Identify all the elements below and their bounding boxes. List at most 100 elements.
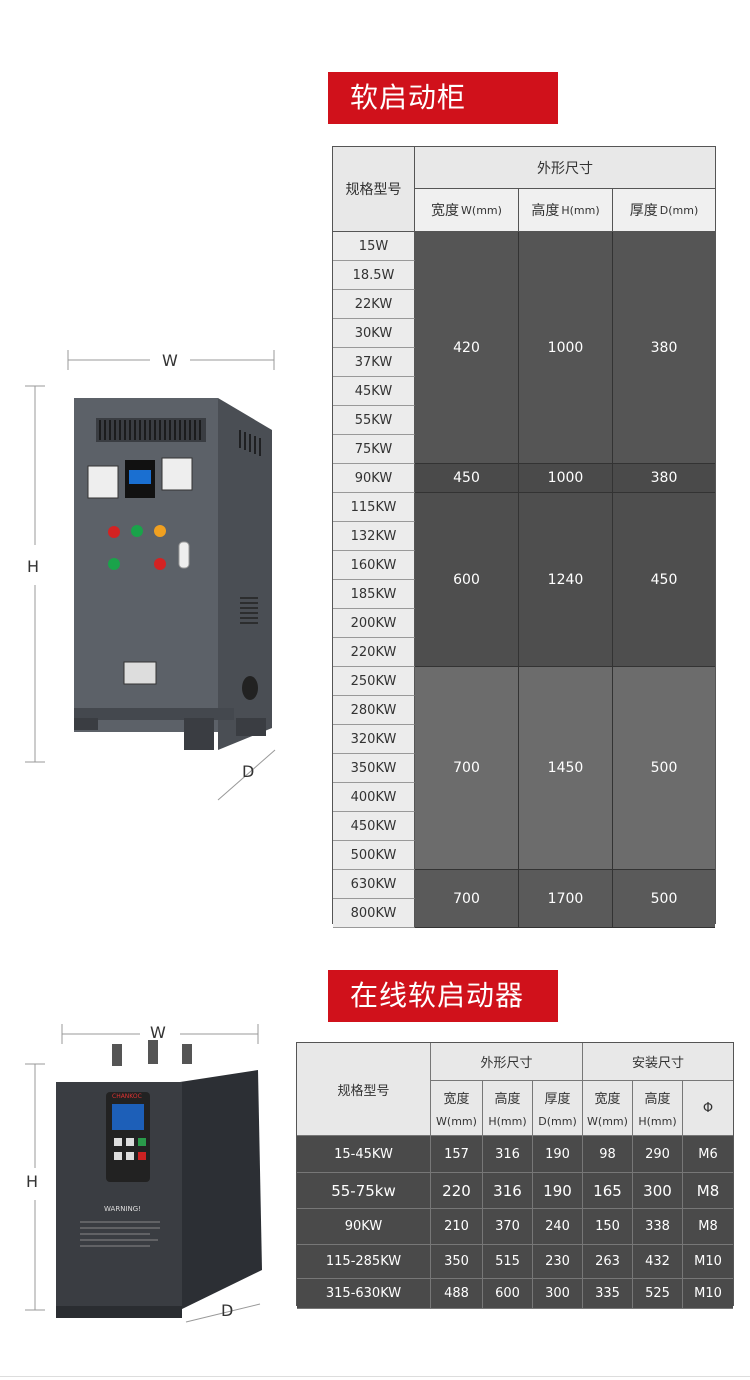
header-depth-unit: D(mm) (659, 203, 699, 217)
soft-start-cabinet-illustration (25, 350, 276, 801)
model-cell: 115KW (333, 493, 415, 522)
dimension-value-depth: 380 (613, 464, 715, 493)
subheader-unit: H(mm) (638, 1115, 677, 1128)
header-depth-label: 厚度 (629, 203, 658, 219)
subheader-cell: 高度 H(mm) (633, 1081, 683, 1136)
device-warning: WARNING! (104, 1205, 141, 1213)
dimension-value-width: 700 (415, 667, 519, 870)
model-cell: 350KW (333, 754, 415, 783)
model-cell: 200KW (333, 609, 415, 638)
dimension-value: 300 (533, 1279, 583, 1309)
model-cell: 90KW (297, 1209, 431, 1245)
dimension-value: 290 (633, 1136, 683, 1173)
model-cell: 55-75kw (297, 1173, 431, 1209)
subheader-cell: 宽度 W(mm) (431, 1081, 483, 1136)
model-cell: 22KW (333, 290, 415, 319)
depth-dimension-label: D (242, 762, 255, 781)
model-cell: 630KW (333, 870, 415, 899)
dimension-value: 220 (431, 1173, 483, 1209)
subheader-label: 宽度 (443, 1092, 470, 1107)
header-width: 宽度 W(mm) (415, 189, 519, 231)
model-cell: 90KW (333, 464, 415, 493)
dimension-value: 316 (483, 1136, 533, 1173)
section1-title: 软启动柜 (328, 72, 558, 124)
subheader-cell: 高度 H(mm) (483, 1081, 533, 1136)
dimension-value-depth: 500 (613, 870, 715, 928)
width-dimension-label: W (162, 351, 178, 370)
model-cell: 320KW (333, 725, 415, 754)
dimension-value-height: 1000 (519, 232, 613, 464)
dimension-value: 190 (533, 1173, 583, 1209)
dimension-value: 515 (483, 1245, 533, 1279)
page-bottom-rule (0, 1376, 750, 1377)
dimension-value-width: 600 (415, 493, 519, 667)
dimension-value: M8 (683, 1209, 733, 1245)
dimension-value-height: 1240 (519, 493, 613, 667)
dimension-value: M10 (683, 1279, 733, 1309)
dimension-value: M6 (683, 1136, 733, 1173)
model-cell: 37KW (333, 348, 415, 377)
model-cell: 55KW (333, 406, 415, 435)
header-model: 规格型号 (297, 1043, 431, 1136)
header-install-dimensions: 安装尺寸 (583, 1043, 733, 1081)
header-width-unit: W(mm) (461, 203, 502, 217)
dimension-value: M8 (683, 1173, 733, 1209)
dimension-value: 157 (431, 1136, 483, 1173)
model-cell: 30KW (333, 319, 415, 348)
dimension-value-depth: 500 (613, 667, 715, 870)
dimension-value: 335 (583, 1279, 633, 1309)
dimension-value: 190 (533, 1136, 583, 1173)
subheader-label: Φ (702, 1100, 714, 1116)
model-cell: 185KW (333, 580, 415, 609)
header-height: 高度 H(mm) (519, 189, 613, 231)
model-cell: 45KW (333, 377, 415, 406)
subheader-cell: Φ (683, 1081, 733, 1136)
header-height-label: 高度 (531, 203, 560, 219)
dimension-value: 210 (431, 1209, 483, 1245)
dimension-value: 240 (533, 1209, 583, 1245)
header-width-label: 宽度 (431, 203, 460, 219)
model-cell: 115-285KW (297, 1245, 431, 1279)
model-cell: 15-45KW (297, 1136, 431, 1173)
subheader-label: 高度 (494, 1092, 521, 1107)
model-cell: 315-630KW (297, 1279, 431, 1309)
dimension-value-depth: 380 (613, 232, 715, 464)
header-height-unit: H(mm) (561, 203, 600, 217)
dimension-value: 230 (533, 1245, 583, 1279)
height-dimension-label: H (27, 557, 40, 576)
dimension-value-height: 1000 (519, 464, 613, 493)
cabinet-dimension-table: 规格型号 外形尺寸 宽度 W(mm) 高度 H(mm) 厚度 D(mm) 15W… (332, 146, 716, 928)
device-brand: CHANKOC (112, 1093, 142, 1100)
dimension-value-width: 420 (415, 232, 519, 464)
model-cell: 18.5W (333, 261, 415, 290)
depth-dimension-label-2: D (221, 1301, 234, 1320)
subheader-unit: W(mm) (587, 1115, 628, 1128)
subheader-label: 高度 (644, 1092, 671, 1107)
dimension-value: 150 (583, 1209, 633, 1245)
dimension-value: 316 (483, 1173, 533, 1209)
width-dimension-label-2: W (150, 1023, 166, 1042)
model-cell: 250KW (333, 667, 415, 696)
model-cell: 280KW (333, 696, 415, 725)
online-soft-starter-illustration (25, 1024, 262, 1323)
dimension-value-height: 1450 (519, 667, 613, 870)
dimension-value: 600 (483, 1279, 533, 1309)
dimension-value: 165 (583, 1173, 633, 1209)
header-dimensions: 外形尺寸 (415, 147, 715, 189)
model-cell: 500KW (333, 841, 415, 870)
dimension-value: 370 (483, 1209, 533, 1245)
dimension-value: 98 (583, 1136, 633, 1173)
subheader-unit: W(mm) (436, 1115, 477, 1128)
subheader-unit: D(mm) (538, 1115, 577, 1128)
model-cell: 132KW (333, 522, 415, 551)
header-model: 规格型号 (333, 147, 415, 231)
dimension-value: 350 (431, 1245, 483, 1279)
subheader-unit: H(mm) (488, 1115, 527, 1128)
dimension-value: M10 (683, 1245, 733, 1279)
header-outer-dimensions: 外形尺寸 (431, 1043, 583, 1081)
model-cell: 450KW (333, 812, 415, 841)
subheader-label: 厚度 (544, 1092, 571, 1107)
dimension-value: 263 (583, 1245, 633, 1279)
dimension-value: 338 (633, 1209, 683, 1245)
